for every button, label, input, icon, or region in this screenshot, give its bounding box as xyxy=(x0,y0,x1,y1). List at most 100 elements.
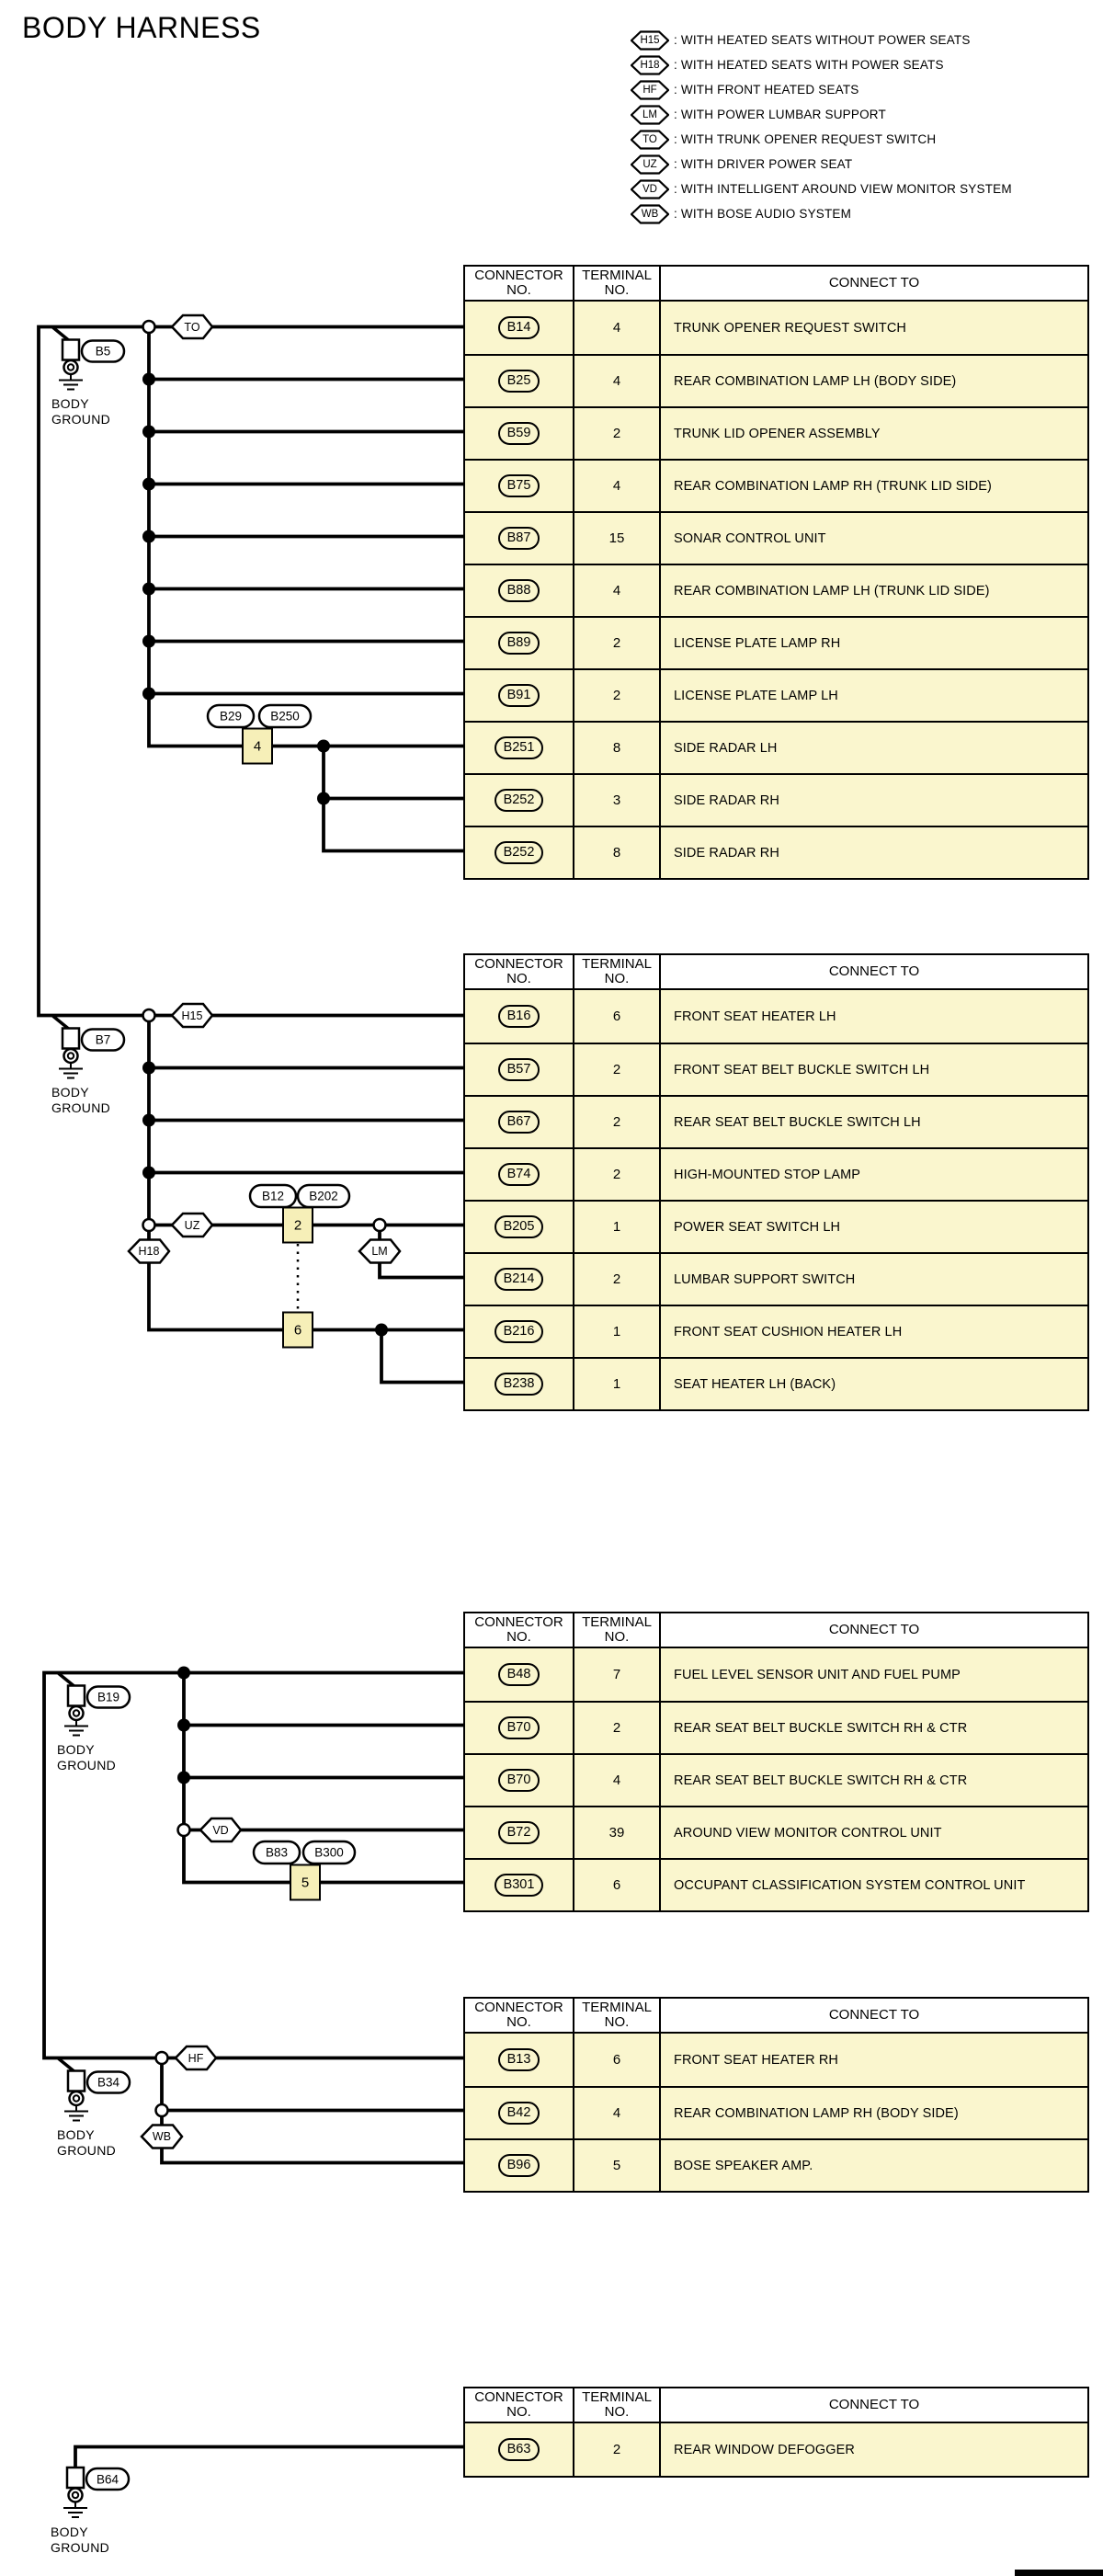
legend-description: : WITH BOSE AUDIO SYSTEM xyxy=(674,207,852,221)
terminal-no: 2 xyxy=(574,1097,661,1147)
terminal-no: 2 xyxy=(574,2423,661,2476)
connect-to: POWER SEAT SWITCH LH xyxy=(674,1219,841,1235)
terminal-no: 4 xyxy=(574,302,661,354)
connector-id-pill: B96 xyxy=(497,2154,540,2177)
connect-to: TRUNK LID OPENER ASSEMBLY xyxy=(674,426,881,441)
option-hexagon-icon: UZ xyxy=(631,154,669,175)
h15-option-symbol: H15 xyxy=(181,1009,203,1022)
connector-id-pill: B214 xyxy=(494,1268,544,1291)
junction-connector-b83: B83 xyxy=(265,1845,289,1860)
table-row: B13 6 FRONT SEAT HEATER RH xyxy=(465,2034,1087,2086)
option-hexagon-icon: VD xyxy=(631,178,669,199)
legend-description: : WITH HEATED SEATS WITHOUT POWER SEATS xyxy=(674,33,971,47)
connect-to: FUEL LEVEL SENSOR UNIT AND FUEL PUMP xyxy=(674,1667,961,1682)
table-row: B214 2 LUMBAR SUPPORT SWITCH xyxy=(465,1252,1087,1305)
terminal-no: 2 xyxy=(574,1703,661,1753)
table-row: B252 3 SIDE RADAR RH xyxy=(465,773,1087,826)
legend-item: H15 : WITH HEATED SEATS WITHOUT POWER SE… xyxy=(631,28,1012,52)
terminal-no: 4 xyxy=(574,565,661,616)
table-row: B25 4 REAR COMBINATION LAMP LH (BODY SID… xyxy=(465,354,1087,406)
connect-to: REAR SEAT BELT BUCKLE SWITCH RH & CTR xyxy=(674,1720,968,1736)
terminal-no: 2 xyxy=(574,1254,661,1305)
connect-to: SIDE RADAR RH xyxy=(674,792,779,808)
connect-to: SIDE RADAR LH xyxy=(674,740,778,756)
connector-id-pill: B216 xyxy=(494,1320,544,1343)
connect-to: REAR COMBINATION LAMP RH (BODY SIDE) xyxy=(674,2105,959,2121)
table-row: B91 2 LICENSE PLATE LAMP LH xyxy=(465,668,1087,721)
terminal-no: 5 xyxy=(574,2140,661,2191)
junction-box-6: 6 xyxy=(293,1322,302,1338)
legend-item: WB : WITH BOSE AUDIO SYSTEM xyxy=(631,201,1012,226)
connect-to: FRONT SEAT HEATER LH xyxy=(674,1009,836,1024)
table-row: B63 2 REAR WINDOW DEFOGGER xyxy=(465,2423,1087,2476)
table-row: B87 15 SONAR CONTROL UNIT xyxy=(465,511,1087,564)
table-row: B70 4 REAR SEAT BELT BUCKLE SWITCH RH & … xyxy=(465,1753,1087,1806)
option-hexagon-icon: H15 xyxy=(631,29,669,51)
connector-id-pill: B25 xyxy=(497,370,540,393)
terminal-no: 6 xyxy=(574,1860,661,1910)
legend-description: : WITH FRONT HEATED SEATS xyxy=(674,83,859,97)
table-row: B67 2 REAR SEAT BELT BUCKLE SWITCH LH xyxy=(465,1095,1087,1147)
connect-to: REAR SEAT BELT BUCKLE SWITCH RH & CTR xyxy=(674,1772,968,1788)
ground-connector-b7: B7 xyxy=(95,1032,111,1047)
junction-box-4: 4 xyxy=(253,738,262,754)
legend-description: : WITH DRIVER POWER SEAT xyxy=(674,157,853,171)
connector-id-pill: B89 xyxy=(497,632,540,655)
legend-description: : WITH POWER LUMBAR SUPPORT xyxy=(674,108,886,121)
connector-id-pill: B87 xyxy=(497,527,540,550)
table-row: B16 6 FRONT SEAT HEATER LH xyxy=(465,990,1087,1043)
option-hexagon-icon: WB xyxy=(631,203,669,224)
page-title: BODY HARNESS xyxy=(22,11,261,44)
connector-id-pill: B74 xyxy=(497,1163,540,1186)
terminal-no: 4 xyxy=(574,356,661,406)
terminal-no: 2 xyxy=(574,1149,661,1200)
connector-id-pill: B238 xyxy=(494,1373,544,1396)
terminal-no: 1 xyxy=(574,1202,661,1252)
h18-option-symbol: H18 xyxy=(138,1245,160,1258)
connect-to: OCCUPANT CLASSIFICATION SYSTEM CONTROL U… xyxy=(674,1877,1026,1893)
vd-option-symbol: VD xyxy=(212,1823,229,1837)
page-edge-mark xyxy=(1015,2570,1103,2576)
option-hexagon-icon: TO xyxy=(631,129,669,150)
table-row: B74 2 HIGH-MOUNTED STOP LAMP xyxy=(465,1147,1087,1200)
terminal-no: 1 xyxy=(574,1306,661,1357)
table-row: B238 1 SEAT HEATER LH (BACK) xyxy=(465,1357,1087,1409)
table-row: B89 2 LICENSE PLATE LAMP RH xyxy=(465,616,1087,668)
connector-id-pill: B70 xyxy=(497,1769,540,1792)
terminal-no: 7 xyxy=(574,1648,661,1701)
table-row: B57 2 FRONT SEAT BELT BUCKLE SWITCH LH xyxy=(465,1043,1087,1095)
connect-to: LICENSE PLATE LAMP RH xyxy=(674,635,841,651)
ground-connector-b64: B64 xyxy=(96,2472,119,2486)
terminal-no: 6 xyxy=(574,990,661,1043)
connector-id-pill: B57 xyxy=(497,1058,540,1081)
lm-option-symbol: LM xyxy=(371,1245,388,1258)
connect-to: FRONT SEAT CUSHION HEATER LH xyxy=(674,1324,903,1339)
terminal-no: 2 xyxy=(574,670,661,721)
terminal-no: 2 xyxy=(574,408,661,459)
terminal-no: 1 xyxy=(574,1359,661,1409)
to-option-symbol: TO xyxy=(184,320,200,334)
legend-item: HF : WITH FRONT HEATED SEATS xyxy=(631,77,1012,102)
junction-connector-b250: B250 xyxy=(270,709,300,724)
legend-item: H18 : WITH HEATED SEATS WITH POWER SEATS xyxy=(631,52,1012,77)
junction-box-5: 5 xyxy=(301,1875,310,1890)
table-row: B72 39 AROUND VIEW MONITOR CONTROL UNIT xyxy=(465,1806,1087,1858)
connect-to: REAR SEAT BELT BUCKLE SWITCH LH xyxy=(674,1114,921,1130)
connector-id-pill: B72 xyxy=(497,1821,540,1844)
wb-option-symbol: WB xyxy=(152,2130,172,2143)
connector-id-pill: B70 xyxy=(497,1716,540,1739)
junction-connector-b12: B12 xyxy=(261,1189,285,1203)
option-hexagon-icon: H18 xyxy=(631,54,669,75)
table-row: B251 8 SIDE RADAR LH xyxy=(465,721,1087,773)
junction-connector-b300: B300 xyxy=(314,1845,344,1860)
legend-item: TO : WITH TRUNK OPENER REQUEST SWITCH xyxy=(631,127,1012,152)
connector-id-pill: B75 xyxy=(497,474,540,497)
table-row: B301 6 OCCUPANT CLASSIFICATION SYSTEM CO… xyxy=(465,1858,1087,1910)
